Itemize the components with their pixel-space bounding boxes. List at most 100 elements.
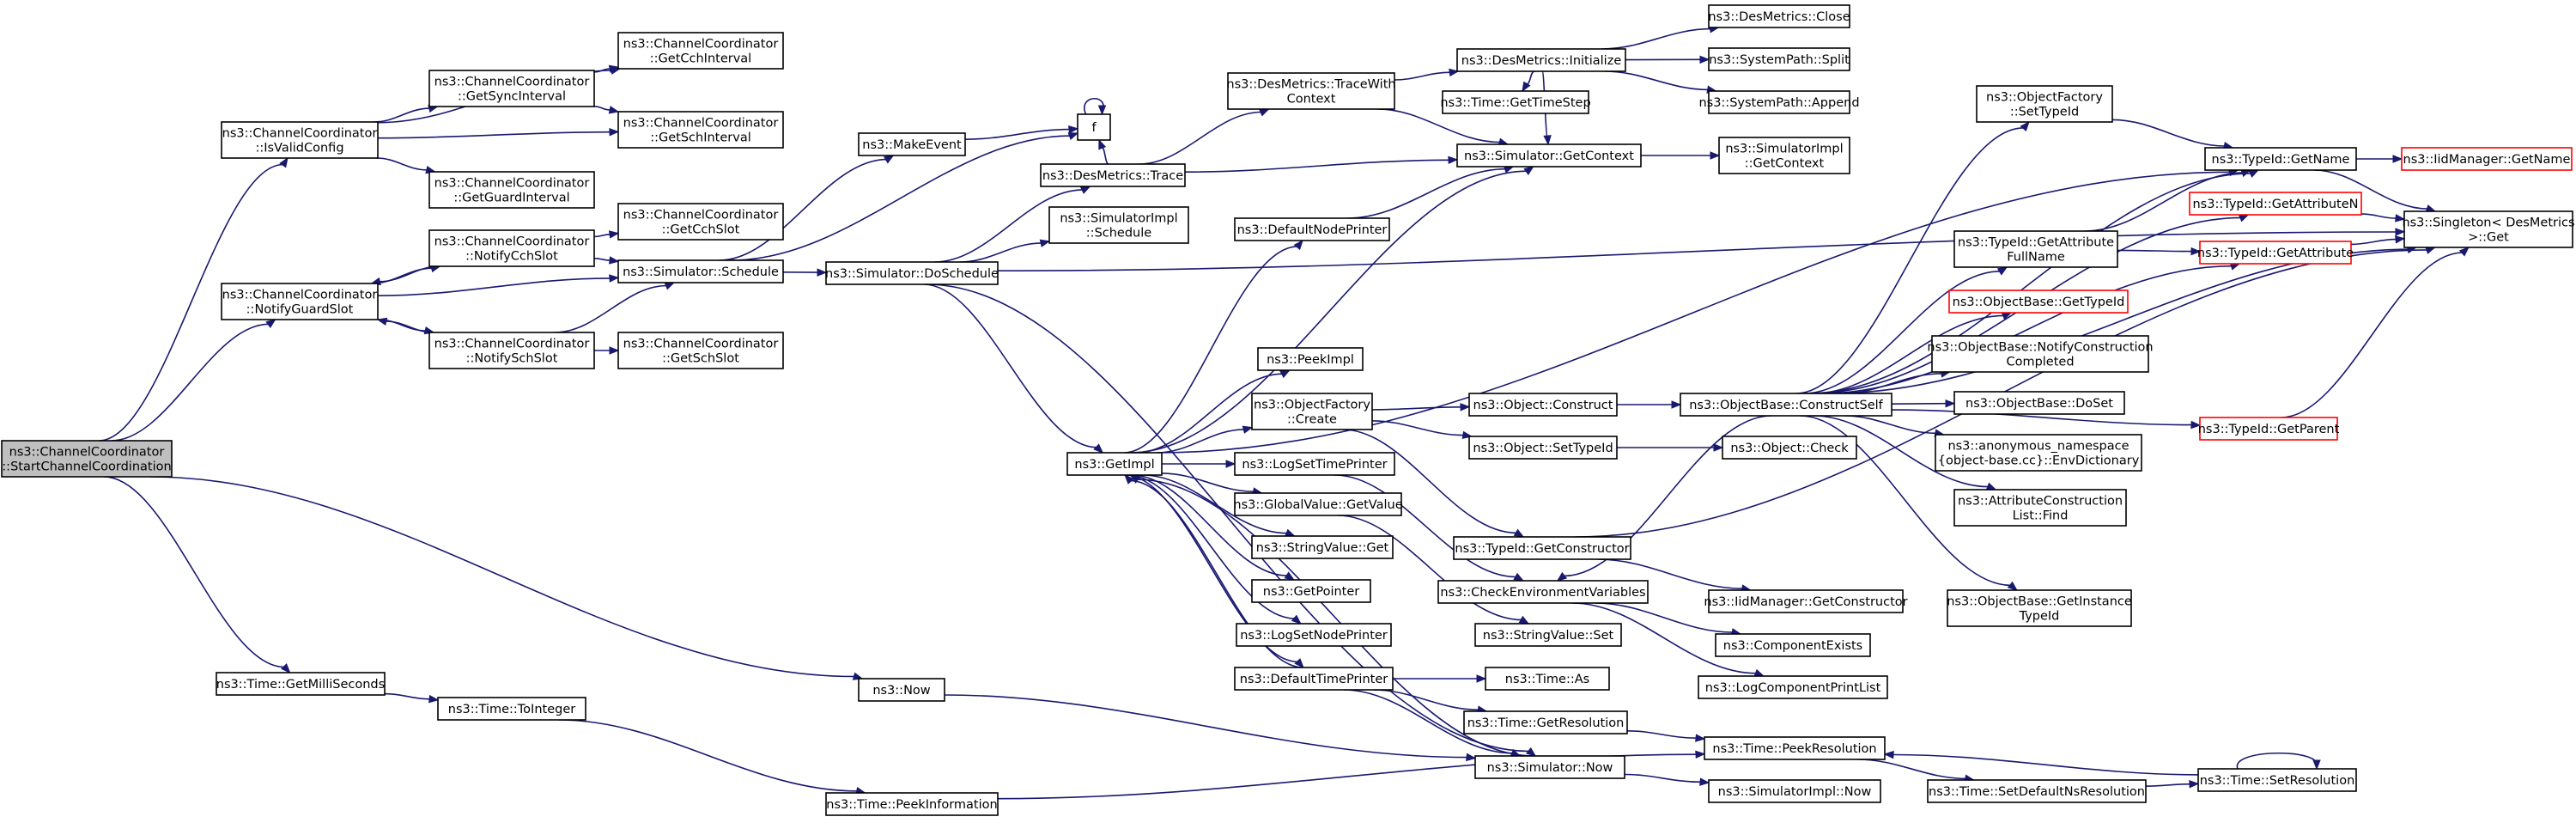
node-notifycch[interactable]: ns3::ChannelCoordinator::NotifyCchSlot <box>428 229 595 267</box>
node-desclose[interactable]: ns3::DesMetrics::Close <box>1708 4 1850 28</box>
node-split[interactable]: ns3::SystemPath::Split <box>1708 47 1850 71</box>
node-stringget[interactable]: ns3::StringValue::Get <box>1251 535 1394 559</box>
node-objconstruct[interactable]: ns3::Object::Construct <box>1468 393 1618 417</box>
call-edge-desinit-to-gettimestep <box>1522 70 1535 93</box>
call-edge-isvalid-to-getsync <box>374 104 439 123</box>
node-getguard[interactable]: ns3::ChannelCoordinator::GetGuardInterva… <box>428 171 595 209</box>
node-notifyguard[interactable]: ns3::ChannelCoordinator::NotifyGuardSlot <box>221 283 379 320</box>
node-label-notifysch-1: ::NotifySchSlot <box>466 352 558 366</box>
node-getcchint[interactable]: ns3::ChannelCoordinator::GetCchInterval <box>617 32 784 70</box>
node-label-desinit-0: ns3::DesMetrics::Initialize <box>1461 54 1622 68</box>
node-typeidgetname[interactable]: ns3::TypeId::GetName <box>2204 147 2357 171</box>
node-peekresolution[interactable]: ns3::Time::PeekResolution <box>1704 736 1886 760</box>
node-label-setdefaultns-0: ns3::Time::SetDefaultNsResolution <box>1929 785 2145 799</box>
node-envdictionary[interactable]: ns3::anonymous_namespace{object-base.cc}… <box>1935 434 2142 472</box>
node-implschedule[interactable]: ns3::SimulatorImpl::Schedule <box>1048 206 1189 244</box>
node-label-getattribute-0: ns3::TypeId::GetAttribute <box>2197 247 2354 260</box>
node-label-objconstruct-0: ns3::Object::Construct <box>1473 399 1613 412</box>
call-edge-getattrfull-to-getattribute <box>2117 247 2202 256</box>
call-edge-getattributen-to-singleton <box>2360 213 2406 222</box>
node-label-factsettypeid-0: ns3::ObjectFactory <box>1986 91 2103 105</box>
node-objfactorycreate[interactable]: ns3::ObjectFactory::Create <box>1251 393 1373 430</box>
call-edge-getattribute-to-singleton <box>2350 235 2406 246</box>
node-label-envdictionary-1: {object-base.cc}::EnvDictionary <box>1938 454 2140 468</box>
node-getmilli[interactable]: ns3::Time::GetMilliSeconds <box>216 672 386 696</box>
node-label-notifycch-0: ns3::ChannelCoordinator <box>434 235 590 249</box>
node-componentexists[interactable]: ns3::ComponentExists <box>1715 633 1871 657</box>
node-isvalid[interactable]: ns3::ChannelCoordinator::IsValidConfig <box>221 121 379 159</box>
node-peekimpl[interactable]: ns3::PeekImpl <box>1257 347 1364 371</box>
call-edge-deftimeprinter-to-getimpl <box>1124 474 1303 668</box>
node-iidgetname[interactable]: ns3::IidManager::GetName <box>2401 147 2573 171</box>
node-checkenv[interactable]: ns3::CheckEnvironmentVariables <box>1437 580 1649 604</box>
node-gettypeid[interactable]: ns3::ObjectBase::GetTypeId <box>1948 290 2129 314</box>
node-now[interactable]: ns3::Now <box>858 678 945 702</box>
node-getcontext[interactable]: ns3::Simulator::GetContext <box>1456 143 1642 168</box>
node-getcchslot[interactable]: ns3::ChannelCoordinator::GetCchSlot <box>617 203 784 241</box>
node-getconstructor[interactable]: ns3::TypeId::GetConstructor <box>1453 536 1631 560</box>
node-logcomponentprint[interactable]: ns3::LogComponentPrintList <box>1698 675 1888 699</box>
node-peekinfo[interactable]: ns3::Time::PeekInformation <box>825 792 999 816</box>
node-getattributen[interactable]: ns3::TypeId::GetAttributeN <box>2189 192 2362 216</box>
node-singleton[interactable]: ns3::Singleton< DesMetrics >::Get <box>2402 210 2575 248</box>
node-logsetnodeprinter[interactable]: ns3::LogSetNodePrinter <box>1236 623 1392 647</box>
node-schedule[interactable]: ns3::Simulator::Schedule <box>617 259 784 283</box>
node-desinit[interactable]: ns3::DesMetrics::Initialize <box>1456 48 1626 72</box>
node-constructself[interactable]: ns3::ObjectBase::ConstructSelf <box>1680 393 1893 417</box>
node-gettimestep[interactable]: ns3::Time::GetTimeStep <box>1440 90 1591 114</box>
node-label-getpointer-0: ns3::GetPointer <box>1263 585 1360 599</box>
node-getparent[interactable]: ns3::TypeId::GetParent <box>2198 417 2340 441</box>
call-edge-notifysch-to-schedule <box>555 282 676 333</box>
node-label-makeevent-0: ns3::MakeEvent <box>862 138 962 152</box>
node-notifysch[interactable]: ns3::ChannelCoordinator::NotifySchSlot <box>428 332 595 369</box>
node-getimpl[interactable]: ns3::GetImpl <box>1066 452 1163 476</box>
node-objcheck[interactable]: ns3::Object::Check <box>1722 436 1857 460</box>
node-append[interactable]: ns3::SystemPath::Append <box>1698 90 1860 114</box>
node-f[interactable]: f <box>1077 113 1111 141</box>
node-label-getinstancetypeid-0: ns3::ObjectBase::GetInstance <box>1947 595 2132 609</box>
node-setdefaultns[interactable]: ns3::Time::SetDefaultNsResolution <box>1927 779 2147 803</box>
node-globalvalue[interactable]: ns3::GlobalValue::GetValue <box>1233 492 1403 516</box>
call-edge-notifycch-to-schedule <box>593 256 620 265</box>
node-getsync[interactable]: ns3::ChannelCoordinator::GetSyncInterval <box>428 70 595 107</box>
node-factsettypeid[interactable]: ns3::ObjectFactory::SetTypeId <box>1976 85 2113 123</box>
call-edge-constructself-to-doset <box>1891 399 1956 408</box>
node-setresolution[interactable]: ns3::Time::SetResolution <box>2197 768 2357 792</box>
call-edge-objsettypeid-to-objcheck <box>1616 443 1724 452</box>
node-getschslot[interactable]: ns3::ChannelCoordinator::GetSchSlot <box>617 332 784 369</box>
node-makeevent[interactable]: ns3::MakeEvent <box>858 132 966 156</box>
call-edge-f-to-f <box>1084 97 1107 116</box>
node-label-getimpl-0: ns3::GetImpl <box>1074 458 1154 472</box>
node-simnow[interactable]: ns3::Simulator::Now <box>1474 755 1625 779</box>
node-label-isvalid-0: ns3::ChannelCoordinator <box>222 127 378 141</box>
node-stringset[interactable]: ns3::StringValue::Set <box>1474 623 1622 647</box>
node-getschint[interactable]: ns3::ChannelCoordinator::GetSchInterval <box>617 111 784 149</box>
node-implnow[interactable]: ns3::SimulatorImpl::Now <box>1708 779 1881 803</box>
node-doset[interactable]: ns3::ObjectBase::DoSet <box>1953 391 2125 415</box>
node-objsettypeid[interactable]: ns3::Object::SetTypeId <box>1468 436 1618 460</box>
node-notifyconstruction[interactable]: ns3::ObjectBase::NotifyConstructionCompl… <box>1927 335 2154 373</box>
node-label-iidgetname-0: ns3::IidManager::GetName <box>2403 153 2571 167</box>
node-getresolution[interactable]: ns3::Time::GetResolution <box>1463 710 1628 734</box>
node-getattribute[interactable]: ns3::TypeId::GetAttribute <box>2197 241 2354 265</box>
node-getpointer[interactable]: ns3::GetPointer <box>1251 579 1371 603</box>
node-defnodeprinter[interactable]: ns3::DefaultNodePrinter <box>1234 217 1390 241</box>
node-deftimeprinter[interactable]: ns3::DefaultTimePrinter <box>1234 667 1394 691</box>
call-edge-simnow-to-getimpl <box>1129 474 1534 757</box>
node-label-notifyconstruction-0: ns3::ObjectBase::NotifyConstruction <box>1927 341 2153 355</box>
call-edge-logsettimeprinter-to-checkenv <box>1334 474 1524 582</box>
node-doschedule[interactable]: ns3::Simulator::DoSchedule <box>825 261 999 285</box>
node-destrace[interactable]: ns3::DesMetrics::Trace <box>1040 163 1186 187</box>
node-tointeger[interactable]: ns3::Time::ToInteger <box>437 697 586 721</box>
node-logsettimeprinter[interactable]: ns3::LogSetTimePrinter <box>1234 452 1395 476</box>
node-iidgetconstructor[interactable]: ns3::IidManager::GetConstructor <box>1704 589 1908 613</box>
call-edge-destrace-to-f <box>1098 138 1109 165</box>
node-timeas[interactable]: ns3::Time::As <box>1485 667 1610 691</box>
node-label-getcchint-1: ::GetCchInterval <box>650 52 751 66</box>
call-edge-getimpl-to-deftimeprinter <box>1125 474 1304 668</box>
node-implgetcontext[interactable]: ns3::SimulatorImpl::GetContext <box>1718 137 1850 174</box>
